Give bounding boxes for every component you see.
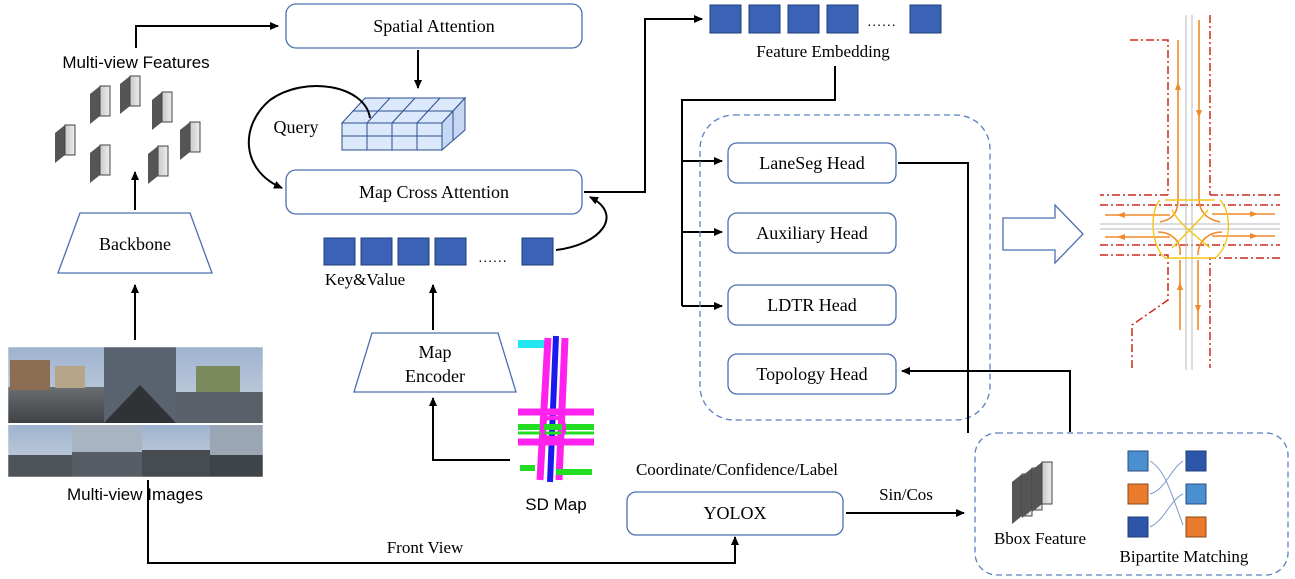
street-view-camera-grid	[7, 346, 264, 478]
arrow-query-loop	[247, 85, 371, 189]
backbone-label: Backbone	[99, 234, 171, 254]
arrow-key-value-to-cross-attention	[555, 196, 608, 251]
feature-embedding-ellipsis: ......	[867, 13, 896, 29]
key-value-ellipsis: ......	[478, 249, 507, 265]
bipartite-matching-label: Bipartite Matching	[1120, 547, 1249, 566]
map-cross-attention-block	[285, 169, 583, 215]
spatial-attention-label: Spatial Attention	[373, 16, 495, 36]
laneseg-head-label: LaneSeg Head	[759, 153, 864, 173]
sd-map-label: SD Map	[525, 495, 586, 514]
arrow-front-view	[147, 480, 739, 564]
multi-view-feature-plates	[55, 75, 201, 184]
topology-head-label: Topology Head	[756, 364, 867, 384]
line-laneseg-down	[898, 162, 969, 433]
bbox-matching-container	[974, 432, 1289, 576]
arrow-cross-attention-to-embedding	[584, 15, 703, 193]
multi-view-images-label: Multi-view Images	[67, 485, 203, 504]
arrow-features-to-spatial	[135, 22, 279, 48]
topology-head-block	[727, 353, 897, 395]
key-value-tokens	[323, 237, 554, 266]
arrow-sdmap-to-encoder	[429, 397, 510, 461]
bipartite-matching-icon	[1127, 450, 1207, 538]
key-value-label: Key&Value	[325, 270, 405, 289]
map-encoder-label-line1: Map	[419, 342, 452, 362]
coordinate-confidence-label: Coordinate/Confidence/Label	[636, 460, 838, 479]
multi-view-features-label: Multi-view Features	[62, 53, 209, 72]
arrow-matching-to-topology	[901, 367, 1071, 432]
sd-map-roads-icon	[518, 335, 594, 483]
front-view-label: Front View	[387, 538, 464, 557]
map-cross-attention-label: Map Cross Attention	[359, 182, 509, 202]
bev-feature-grid-icon	[340, 96, 467, 152]
yolox-label: YOLOX	[704, 503, 767, 523]
bbox-feature-label: Bbox Feature	[994, 529, 1086, 548]
laneseg-head-block	[727, 142, 897, 184]
auxiliary-head-label: Auxiliary Head	[756, 223, 867, 243]
backbone-block	[57, 212, 213, 274]
map-encoder-label-line2: Encoder	[405, 366, 465, 386]
bbox-feature-icon	[1012, 461, 1053, 524]
sin-cos-label: Sin/Cos	[879, 485, 933, 504]
feature-embedding-label: Feature Embedding	[756, 42, 890, 61]
hd-map-intersection-output	[1100, 15, 1280, 370]
feature-embedding-tokens	[709, 4, 942, 34]
query-label: Query	[274, 117, 319, 137]
heads-bus-line	[681, 66, 836, 306]
yolox-block	[626, 491, 844, 536]
spatial-attention-block	[285, 3, 583, 49]
map-encoder-block	[353, 332, 517, 393]
ldtr-head-block	[727, 284, 897, 326]
ldtr-head-label: LDTR Head	[767, 295, 856, 315]
output-arrow-icon	[1002, 203, 1084, 265]
auxiliary-head-block	[727, 212, 897, 254]
heads-container	[699, 114, 991, 421]
